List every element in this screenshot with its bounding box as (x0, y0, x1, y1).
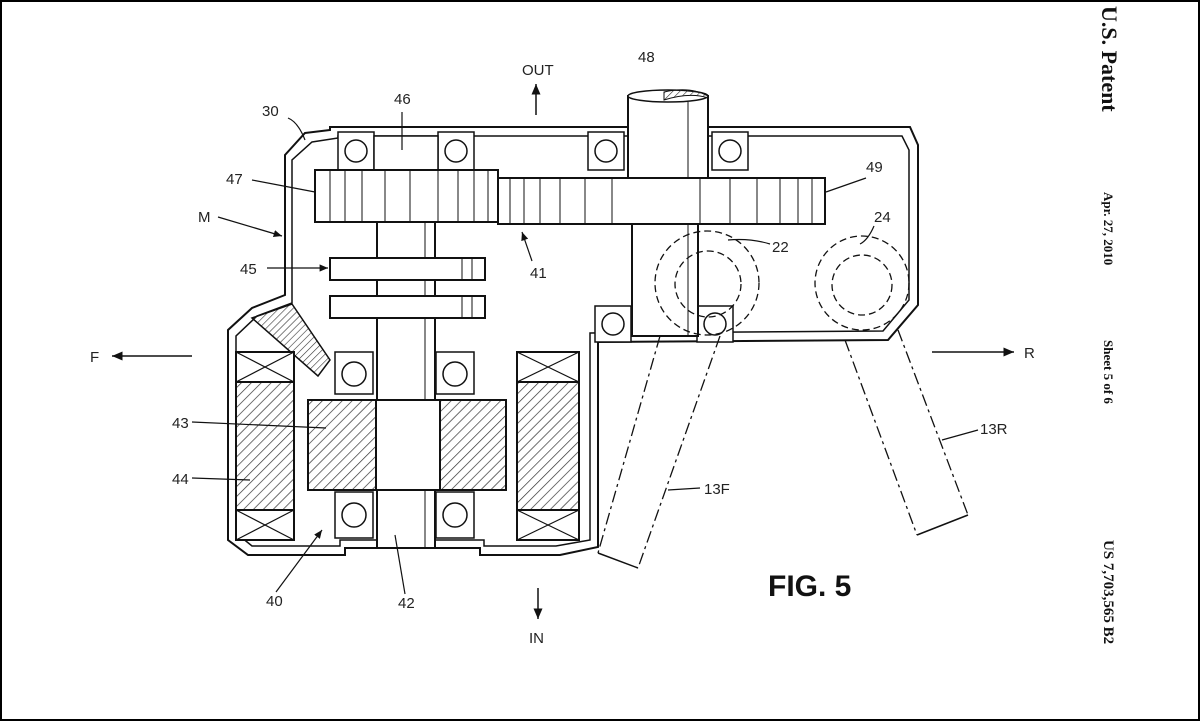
small-gear (314, 169, 499, 223)
label-intermediate-shaft: 46 (394, 91, 411, 108)
label-front: F (90, 349, 99, 366)
label-output-shaft: 48 (638, 49, 655, 66)
label-clutch: 45 (240, 261, 257, 278)
figure-title: FIG. 5 (768, 570, 851, 603)
label-rotor: 43 (172, 415, 189, 432)
rotor (307, 399, 507, 491)
header-date: Apr. 27, 2010 (1101, 192, 1116, 266)
label-front-pivot: 22 (772, 239, 789, 256)
clutch-plates (329, 257, 486, 319)
direction-arrows (112, 84, 1014, 619)
stator (235, 351, 580, 541)
label-rear: R (1024, 345, 1035, 362)
leader-lines (191, 112, 979, 595)
pivot-outlines (654, 230, 910, 336)
label-motor-shaft: 42 (398, 595, 415, 612)
header-patent-office: U.S. Patent (1097, 6, 1122, 112)
header-patent-number: US 7,703,565 B2 (1100, 540, 1116, 645)
output-shaft (627, 89, 709, 337)
label-motor-unit: M (198, 209, 211, 226)
support-rib (250, 303, 331, 378)
label-out: OUT (522, 62, 554, 79)
label-stator: 44 (172, 471, 189, 488)
arm-ends (597, 514, 969, 569)
large-gear (497, 177, 826, 225)
label-rear-pivot: 24 (874, 209, 891, 226)
arms (597, 329, 969, 569)
intermediate-shaft (373, 135, 439, 171)
label-motor: 40 (266, 593, 283, 610)
label-rear-arm: 13R (980, 421, 1008, 438)
label-front-arm: 13F (704, 481, 730, 498)
label-in: IN (529, 630, 544, 647)
label-gear-train: 41 (530, 265, 547, 282)
header-sheet: Sheet 5 of 6 (1101, 340, 1116, 404)
label-small-gear: 47 (226, 171, 243, 188)
housing (227, 126, 919, 556)
label-housing: 30 (262, 103, 279, 120)
label-large-gear: 49 (866, 159, 883, 176)
